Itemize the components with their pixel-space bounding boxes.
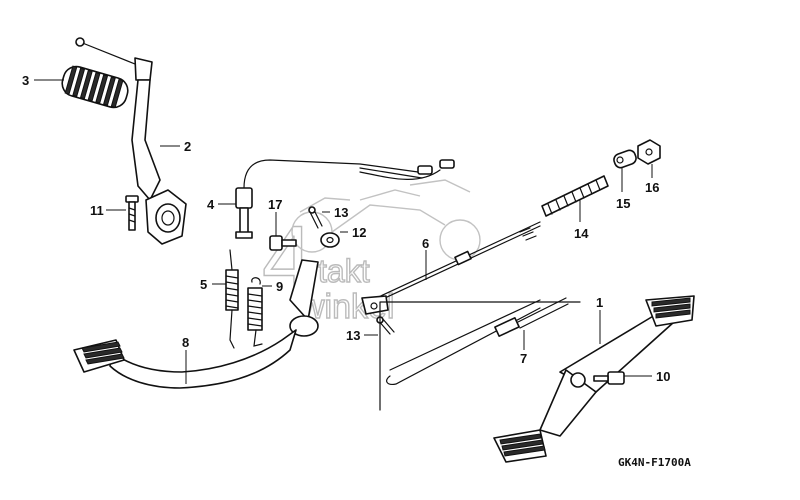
brake-switch — [235, 159, 455, 239]
cotter-pin-upper — [308, 206, 323, 229]
callout-7: 7 — [520, 351, 527, 366]
callout-1: 1 — [596, 295, 603, 310]
brake-switch-spring — [225, 249, 239, 349]
callout-14: 14 — [574, 226, 589, 241]
callout-13-lower: 13 — [346, 328, 360, 343]
callout-11: 11 — [90, 203, 104, 218]
brake-pedal-spring — [247, 277, 263, 347]
callout-16: 16 — [645, 180, 659, 195]
callout-2: 2 — [184, 139, 191, 154]
brake-adjust-nut — [637, 139, 661, 165]
callout-6: 6 — [422, 236, 429, 251]
stand-pivot-bolt — [379, 297, 581, 411]
kick-starter-arm — [75, 37, 187, 245]
callout-5: 5 — [200, 277, 207, 292]
kick-rubber — [61, 65, 129, 109]
diagram-code: GK4N-F1700A — [618, 456, 691, 469]
callout-15: 15 — [616, 196, 630, 211]
watermark-line1: takt — [318, 253, 370, 289]
brake-pedal — [73, 259, 319, 389]
kick-arm-bolt — [125, 195, 139, 231]
callout-10: 10 — [656, 369, 670, 384]
callout-13-upper: 13 — [334, 205, 348, 220]
callout-12: 12 — [352, 225, 366, 240]
brake-rod-joint — [613, 149, 637, 169]
callout-4: 4 — [207, 197, 215, 212]
callout-8: 8 — [182, 335, 189, 350]
leader-lines — [34, 79, 653, 384]
brake-rod-spring — [541, 175, 609, 217]
brake-rod — [361, 221, 541, 315]
callouts: 3 2 11 4 17 13 12 5 9 8 6 13 14 15 16 7 … — [22, 73, 670, 384]
washer — [320, 232, 340, 248]
callout-17: 17 — [268, 197, 282, 212]
callout-3: 3 — [22, 73, 29, 88]
main-stand — [493, 295, 695, 463]
watermark-motorcycle — [291, 179, 481, 261]
stand-bolt — [593, 371, 625, 385]
callout-9: 9 — [276, 279, 283, 294]
